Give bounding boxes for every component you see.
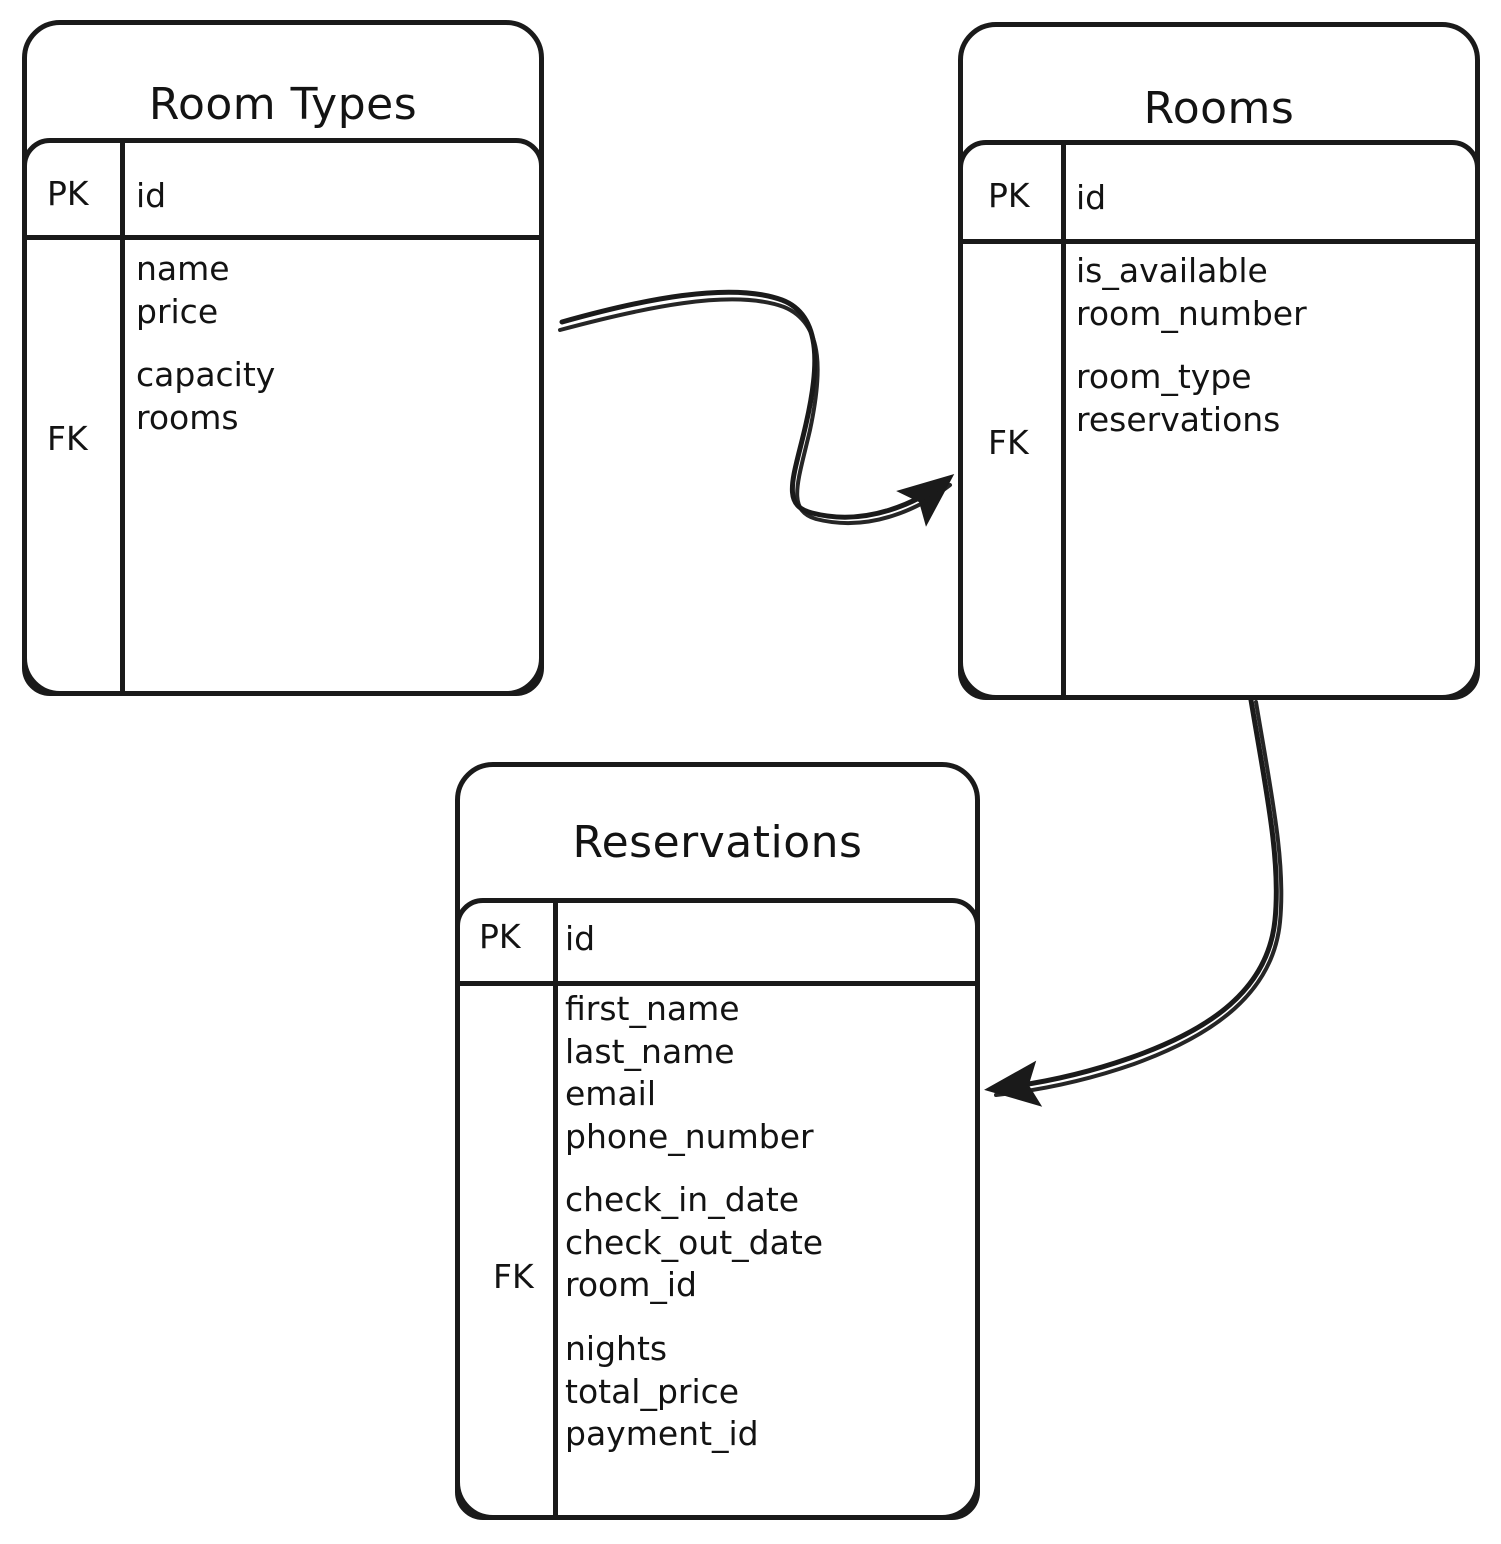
pk-label-reservations: PK bbox=[479, 917, 521, 956]
pk-label-room-types: PK bbox=[47, 174, 89, 213]
entity-room-types[interactable]: Room Types bbox=[22, 20, 544, 696]
field-name: name bbox=[136, 249, 230, 288]
field-name: room_id bbox=[565, 1265, 697, 1305]
field-name: rooms bbox=[136, 397, 239, 437]
fk-label-reservations: FK bbox=[493, 1257, 534, 1296]
pk-field-room-types: id bbox=[136, 176, 167, 215]
field-name: room_number bbox=[1076, 293, 1307, 333]
field-name: payment_id bbox=[565, 1414, 759, 1454]
field-name: email bbox=[565, 1074, 657, 1114]
column-divider bbox=[1061, 145, 1066, 695]
field-name: total_price bbox=[565, 1371, 740, 1411]
entity-title-reservations: Reservations bbox=[572, 817, 863, 868]
pk-label-rooms: PK bbox=[988, 176, 1030, 215]
field-table-rooms bbox=[958, 140, 1480, 700]
field-name: check_out_date bbox=[565, 1222, 824, 1262]
entity-title-rooms: Rooms bbox=[1143, 83, 1295, 134]
pk-row-divider bbox=[460, 981, 975, 986]
connector-rooms-to-reservations bbox=[984, 697, 1284, 1107]
field-name: last_name bbox=[565, 1031, 735, 1071]
pk-field-rooms: id bbox=[1076, 178, 1107, 217]
field-name: nights bbox=[565, 1328, 668, 1368]
field-name: is_available bbox=[1076, 251, 1268, 290]
entity-rooms[interactable]: Rooms bbox=[958, 22, 1480, 700]
field-table-room-types bbox=[22, 138, 544, 696]
field-name: capacity bbox=[136, 355, 276, 395]
pk-field-reservations: id bbox=[565, 919, 596, 958]
entity-title-room-types: Room Types bbox=[148, 79, 418, 130]
column-divider bbox=[120, 143, 125, 691]
field-name: phone_number bbox=[565, 1116, 814, 1156]
pk-row-divider bbox=[27, 235, 539, 240]
fk-label-rooms: FK bbox=[988, 423, 1029, 462]
pk-row-divider bbox=[963, 239, 1475, 244]
connector-room-types-to-rooms bbox=[558, 289, 955, 527]
field-name: check_in_date bbox=[565, 1180, 800, 1220]
field-name: room_type bbox=[1076, 357, 1252, 397]
fk-label-room-types: FK bbox=[47, 419, 88, 458]
column-divider bbox=[553, 903, 558, 1515]
field-name: reservations bbox=[1076, 399, 1281, 439]
field-name: price bbox=[136, 291, 219, 331]
field-name: first_name bbox=[565, 989, 740, 1028]
field-table-reservations bbox=[455, 898, 980, 1520]
